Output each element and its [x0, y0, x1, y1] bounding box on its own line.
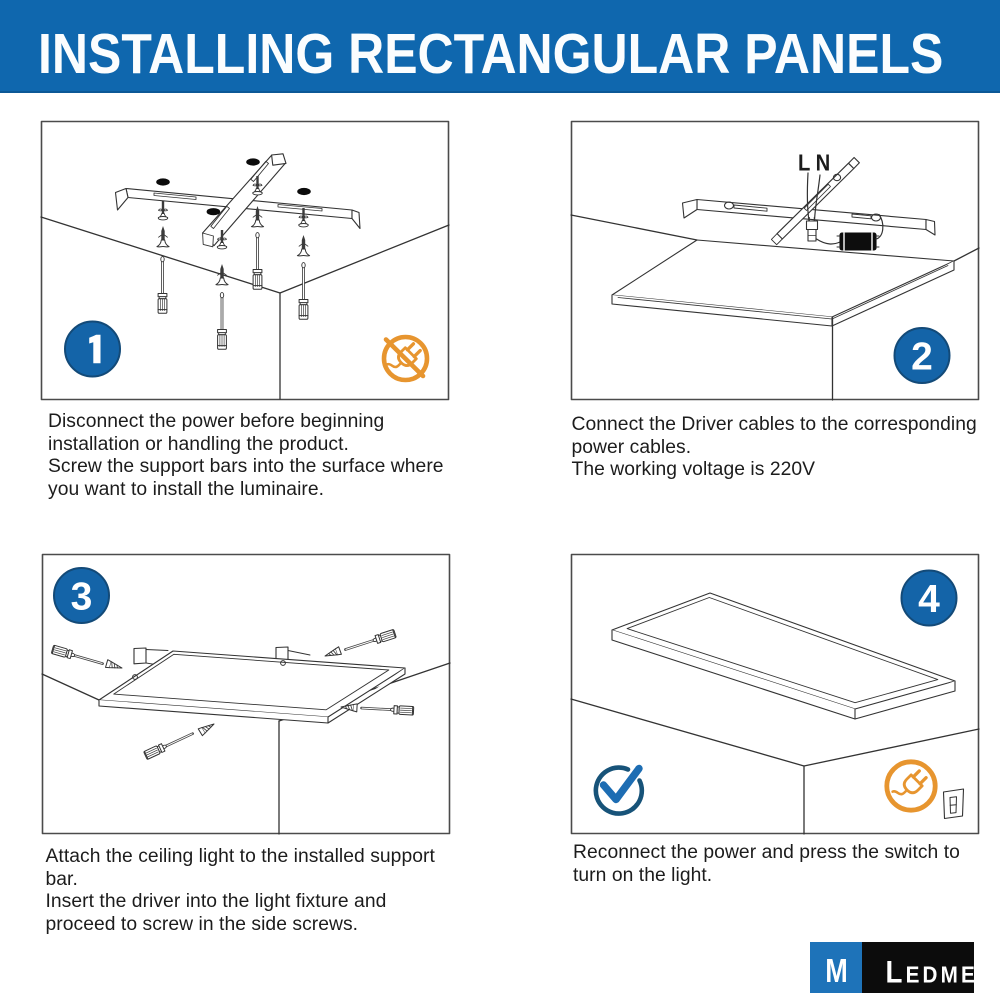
- svg-text:LEDME: LEDME: [886, 955, 979, 990]
- svg-text:L N: L N: [798, 149, 830, 176]
- svg-text:2: 2: [911, 336, 933, 379]
- svg-text:3: 3: [71, 576, 93, 619]
- svg-text:M: M: [825, 954, 848, 990]
- svg-text:4: 4: [918, 578, 940, 621]
